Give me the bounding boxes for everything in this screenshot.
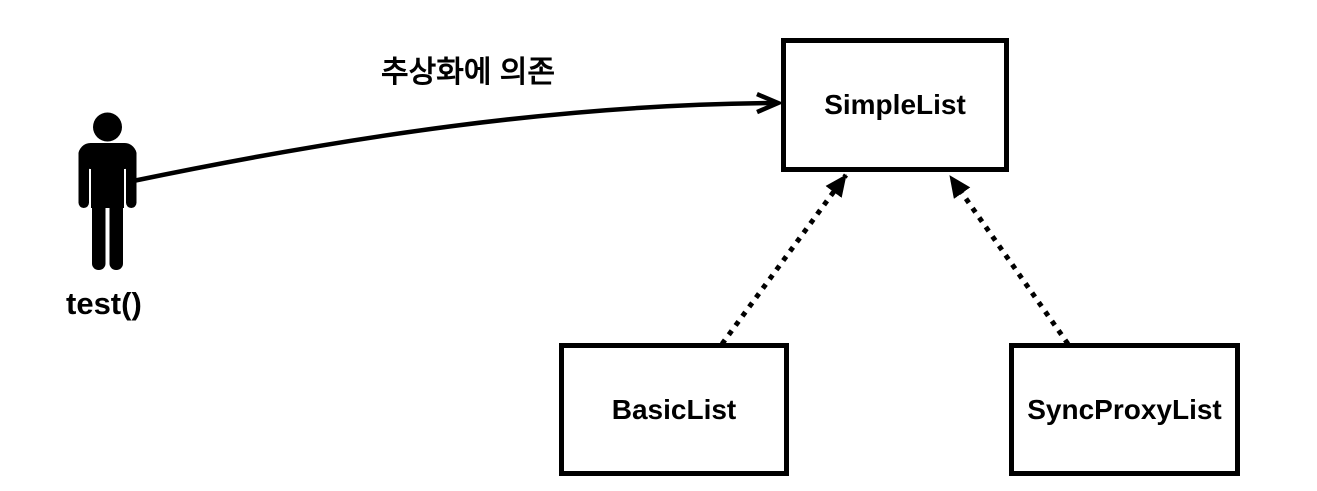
realization-arrow-basiclist: [719, 173, 849, 346]
node-syncproxylist-label: SyncProxyList: [1027, 393, 1222, 425]
node-basiclist-label: BasicList: [611, 393, 737, 425]
node-syncproxylist: SyncProxyList: [1009, 343, 1240, 476]
node-simplelist-label: SimpleList: [824, 89, 966, 120]
dependency-edge-label: 추상화에 의존: [381, 56, 555, 89]
person-icon: [78, 112, 137, 270]
node-basiclist: BasicList: [559, 343, 789, 476]
realization-arrow-syncproxylist: [947, 174, 1071, 346]
dependency-arrow: [132, 92, 784, 184]
node-simplelist: SimpleList: [781, 38, 1009, 172]
actor-label: test(): [66, 286, 142, 321]
